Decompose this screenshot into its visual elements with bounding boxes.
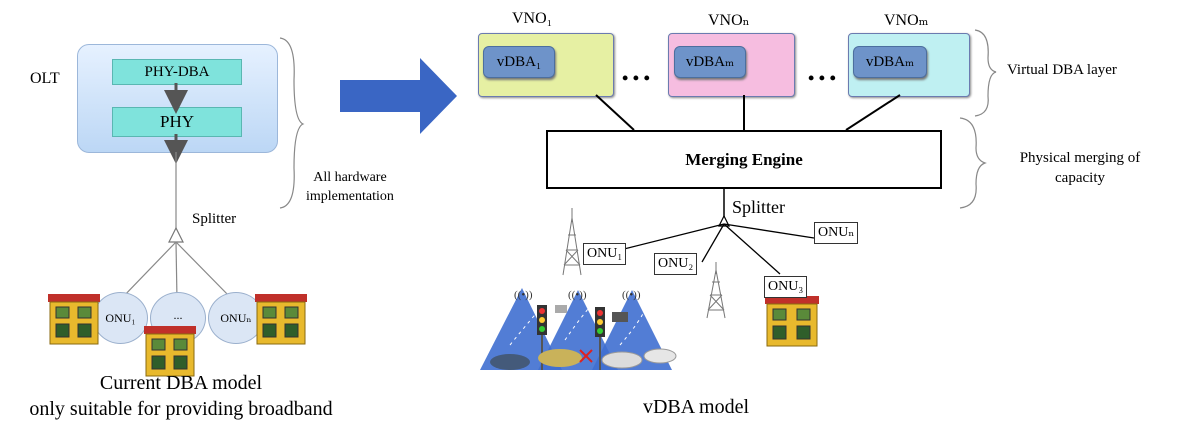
onun-label: ONUₙ [220,311,252,325]
ellipsis-1: • • • [622,68,650,88]
vdbam: vDBAₘ [674,46,746,78]
vno1-box: vDBA₁ [478,33,614,97]
onu1-oval: ONU₁ [93,292,148,344]
physical-merge-line1: Physical merging of [1019,150,1141,166]
vdbaM-label: vDBAₘ [865,54,915,70]
virtual-layer-label: Virtual DBA layer [1007,62,1117,78]
svg-text:((•)): ((•)) [622,289,641,301]
onu-dots: ... [173,308,183,322]
hardware-brace [279,37,305,209]
vnon-label: VNOₙ [708,12,750,29]
vdba1: vDBA₁ [483,46,555,78]
right-splitter-triangle [718,214,730,227]
right-splitter-label: Splitter [732,197,785,217]
vdbaM: vDBAₘ [853,46,927,78]
vdba1-label: vDBA₁ [496,54,542,70]
ellipsis-2: • • • [808,68,836,88]
vdbam-label: vDBAₘ [685,54,735,70]
right-onun: ONUₙ [814,222,859,244]
right-onu2: ONU₂ [654,253,698,275]
big-blue-arrow [340,58,457,134]
phy-dba-label: PHY-DBA [144,64,210,80]
tower-icon [562,208,582,276]
house-icons-left [48,294,307,377]
left-caption: Current DBA model only suitable for prov… [0,370,362,422]
merging-engine-label: Merging Engine [685,150,803,169]
house-icon [765,296,819,347]
right-onu1: ONU₁ [583,243,627,265]
onun-oval: ONUₙ [208,292,264,344]
tower-icon [706,262,726,319]
hardware-note-line2: implementation [306,189,394,204]
physical-merge-label: Physical merging of capacity [1000,148,1160,188]
hardware-note: All hardware implementation [306,168,394,206]
left-splitter-label: Splitter [192,211,237,227]
left-caption-line2: only suitable for providing broadband [29,398,333,420]
left-diagram-lines [119,37,457,301]
olt-label: OLT [30,70,60,87]
vno1-label: VNO₁ [512,10,553,27]
svg-text:((•)): ((•)) [568,289,587,301]
phy-label: PHY [159,112,194,131]
onu1-label: ONU₁ [105,311,136,325]
house-icon [255,294,307,345]
physical-merge-line2: capacity [1055,170,1105,186]
merging-engine: Merging Engine [546,130,942,189]
hardware-note-line1: All hardware [313,170,387,185]
house-icon [48,294,100,345]
vnom-label: VNOₘ [884,12,929,29]
right-caption: vDBA model [642,396,750,418]
physical-merge-brace [959,117,987,209]
left-caption-line1: Current DBA model [99,372,263,394]
right-onu3: ONU₃ [764,276,808,298]
svg-text:((•)): ((•)) [514,289,533,301]
mobile-scene-icon: ((•)) ((•)) ((•)) [480,288,677,370]
vnon-box: vDBAₘ [668,33,795,97]
virtual-layer-brace [974,29,997,117]
vnom-box: vDBAₘ [848,33,970,97]
house-icon [144,326,196,377]
